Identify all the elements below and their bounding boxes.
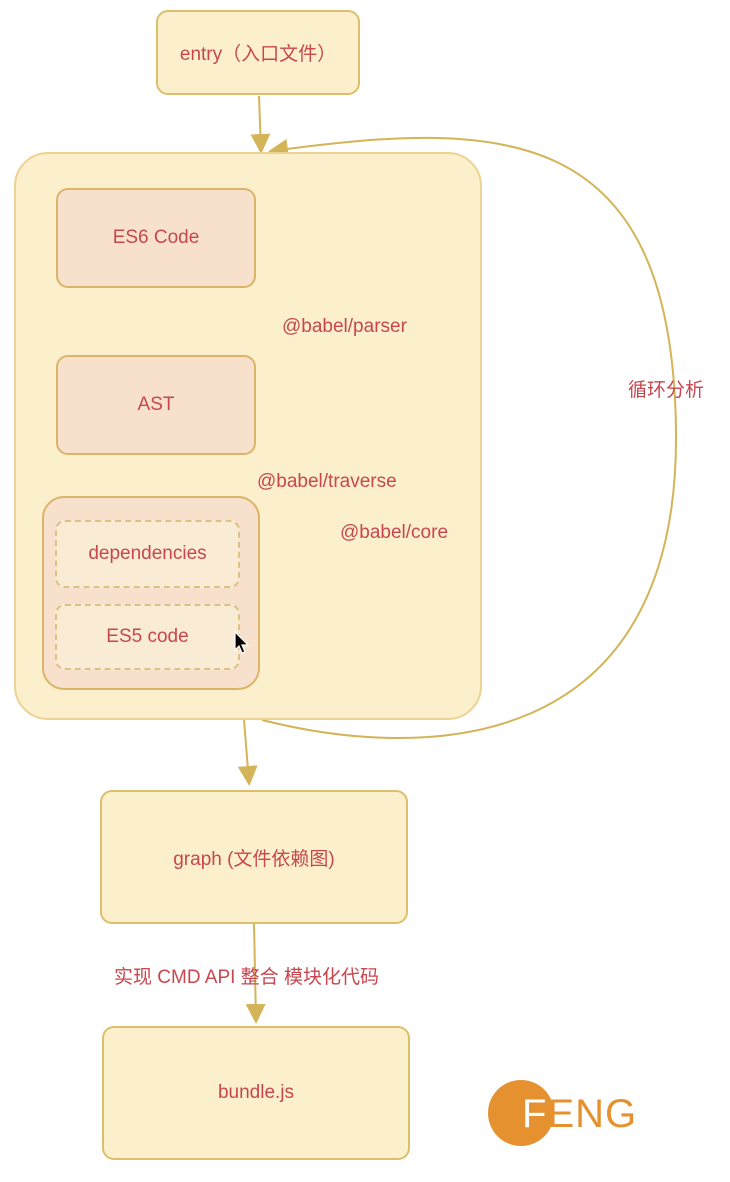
bundle-node: bundle.js [102, 1026, 410, 1160]
core-edge-label: @babel/core [340, 522, 449, 543]
loop-edge-label: 循环分析 [628, 380, 705, 401]
parser-edge-label: @babel/parser [282, 316, 407, 337]
logo-text: FENG [522, 1092, 638, 1136]
bundle-label: bundle.js [217, 1082, 295, 1103]
ast-label: AST [137, 394, 175, 415]
traverse-edge-label: @babel/traverse [257, 471, 397, 492]
entry-label: entry（入口文件） [179, 44, 337, 65]
es5-code-node: ES5 code [55, 604, 240, 670]
feng-logo: FENG [488, 1080, 636, 1146]
edge-graph-to-bundle [245, 922, 266, 1024]
dependencies-label: dependencies [88, 543, 207, 564]
dependencies-node: dependencies [55, 520, 240, 588]
es6-code-label: ES6 Code [112, 227, 200, 248]
logo-circle-icon [488, 1080, 554, 1146]
graph-node: graph (文件依赖图) [100, 790, 408, 924]
es5-code-label: ES5 code [106, 626, 189, 647]
graph-label: graph (文件依赖图) [173, 848, 335, 870]
edge-group-to-graph [237, 719, 258, 786]
ast-node: AST [56, 355, 256, 455]
edge-entry-to-group [250, 95, 271, 154]
edge-loop-analysis [261, 136, 678, 739]
entry-node: entry（入口文件） [156, 10, 360, 95]
mouse-cursor-icon [234, 630, 250, 655]
integrate-edge-label: 实现 CMD API 整合 模块化代码 [114, 967, 379, 988]
es6-code-node: ES6 Code [56, 188, 256, 288]
